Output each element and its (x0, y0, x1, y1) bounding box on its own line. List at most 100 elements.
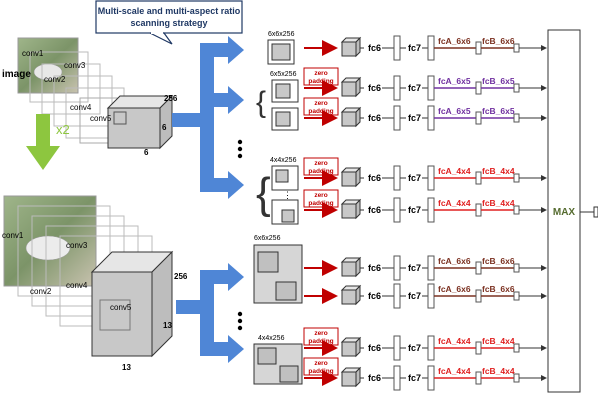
fcB-label: fcB_6x5 (482, 76, 515, 86)
label-conv5: conv5 (110, 303, 132, 312)
brace: { (256, 169, 271, 218)
layer-outline (29, 51, 89, 103)
conv5-window (99, 299, 131, 331)
zero-padding-line2: padding (308, 368, 333, 375)
pooled-cube (340, 256, 362, 278)
dim-depth: 256 (164, 94, 178, 103)
dim-height: 6 (162, 123, 167, 132)
fc6-node (393, 105, 401, 131)
svg-text:⋮: ⋮ (283, 190, 292, 200)
fc7-node (427, 105, 435, 131)
fc6-label: fc6 (368, 343, 381, 353)
fcA-label: fcA_4x4 (438, 198, 471, 208)
region-boxes: 6x6x256 6x5x256 { 4x4x256 { ⋮ 6x6x256 4x… (253, 31, 303, 385)
fcA-node (475, 341, 482, 355)
brace: { (256, 86, 266, 119)
dim-depth: 256 (174, 272, 188, 281)
layer-outline (41, 63, 101, 115)
label-conv3: conv3 (66, 241, 88, 250)
label-conv2: conv2 (30, 287, 52, 296)
callout-line2: scanning strategy (130, 18, 207, 28)
fc7-node (427, 283, 435, 309)
fcA-label: fcA_4x4 (438, 336, 471, 346)
scale-label: x2 (56, 122, 70, 137)
zero-padding-line2: padding (308, 338, 333, 345)
fcB-label: fcB_6x6 (482, 284, 515, 294)
max-pool-block: MAX (547, 29, 598, 393)
zero-padding-line1: zero (314, 70, 327, 77)
fc6-node (393, 365, 401, 391)
scale-arrow: x2 (26, 114, 70, 170)
fcB-label: fcB_4x4 (482, 336, 515, 346)
fcB-label: fcB_4x4 (482, 198, 515, 208)
fcA-label: fcA_6x5 (438, 76, 471, 86)
zero-padding-line1: zero (314, 360, 327, 367)
label-image: image (2, 69, 31, 80)
blue-branch-top (172, 36, 244, 199)
fcB-label: fcB_6x6 (482, 36, 515, 46)
fcB-label: fcB_6x6 (482, 256, 515, 266)
zero-padding-line1: zero (314, 192, 327, 199)
output-node (593, 206, 598, 218)
fc6-label: fc6 (368, 291, 381, 301)
fc7-label: fc7 (408, 173, 421, 183)
fcB-label: fcB_6x5 (482, 106, 515, 116)
fc6-label: fc6 (368, 373, 381, 383)
layer-outline (53, 75, 113, 127)
zero-padding-line2: padding (308, 200, 333, 207)
region-size-label: 6x6x256 (268, 31, 295, 38)
zero-padding-line2: padding (308, 168, 333, 175)
pooled-cube (340, 36, 362, 58)
fcB-node (513, 263, 520, 273)
layer-outline (17, 205, 111, 297)
label-conv5: conv5 (90, 114, 112, 123)
blue-branch-bottom (176, 263, 244, 363)
fc6-node (393, 335, 401, 361)
fcA-node (475, 203, 482, 217)
fc7-node (427, 365, 435, 391)
zero-padding-line2: padding (308, 108, 333, 115)
label-conv1: conv1 (2, 231, 24, 240)
fcB-node (513, 43, 520, 53)
region-size-label: 4x4x256 (258, 335, 285, 342)
fcA-node (475, 171, 482, 185)
pooled-cube (340, 366, 362, 388)
fcB-node (513, 83, 520, 93)
fcA-label: fcA_4x4 (438, 366, 471, 376)
fc7-label: fc7 (408, 343, 421, 353)
dim-height: 13 (163, 321, 172, 330)
zero-padding-labels: zeropaddingzeropaddingzeropaddingzeropad… (303, 67, 339, 376)
fcA-node (475, 371, 482, 385)
fcA-label: fcA_6x6 (438, 36, 471, 46)
fcB-node (513, 205, 520, 215)
fc6-label: fc6 (368, 173, 381, 183)
label-conv2: conv2 (44, 75, 66, 84)
fcA-node (475, 41, 482, 55)
fc6-label: fc6 (368, 83, 381, 93)
pooled-cube (340, 284, 362, 306)
fc7-node (427, 197, 435, 223)
fc7-node (427, 75, 435, 101)
fc6-label: fc6 (368, 113, 381, 123)
fc6-label: fc6 (368, 205, 381, 215)
conv5-front-face (107, 107, 161, 149)
fc7-label: fc7 (408, 291, 421, 301)
region-size-label: 6x6x256 (254, 235, 281, 242)
fc6-node (393, 75, 401, 101)
fc7-label: fc7 (408, 373, 421, 383)
fc6-node (393, 255, 401, 281)
fcB-node (513, 291, 520, 301)
label-conv4: conv4 (66, 281, 88, 290)
fc7-label: fc7 (408, 43, 421, 53)
callout-box: Multi-scale and multi-aspect ratio scann… (95, 0, 243, 45)
